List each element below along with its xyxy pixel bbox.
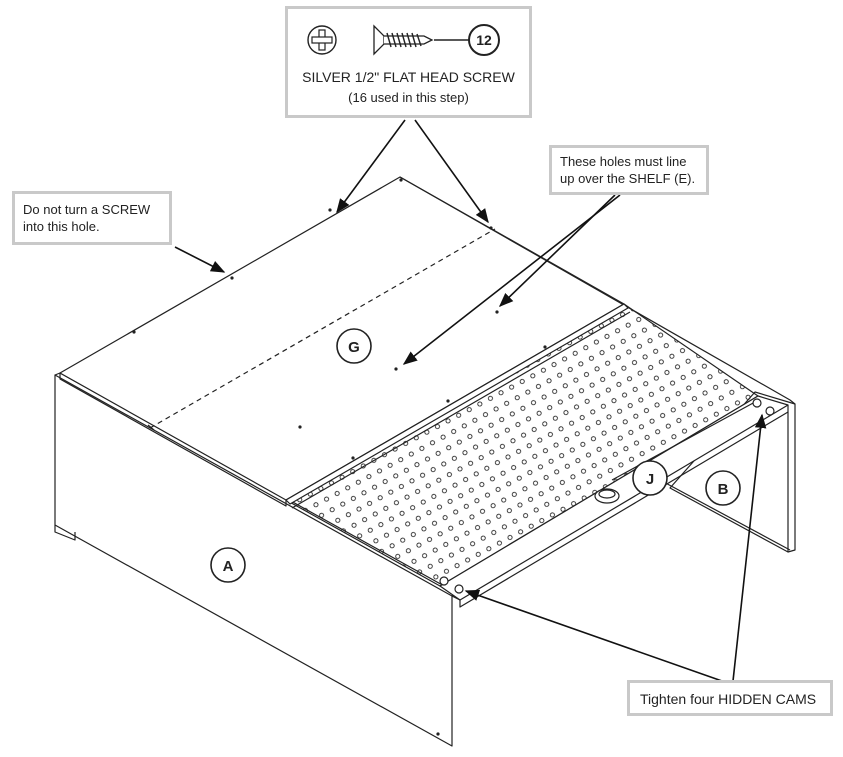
- part-label-a: A: [223, 558, 234, 575]
- arrow-screw-2: [414, 119, 489, 224]
- arrow-screw-1: [336, 119, 406, 214]
- pegboard-border: [285, 303, 629, 505]
- note-no-screw-line1: Do not turn a SCREW: [23, 202, 151, 217]
- note-holes-align: These holes must line up over the SHELF …: [549, 145, 709, 195]
- note-holes-line2: up over the SHELF (E).: [560, 171, 696, 186]
- part-label-g: G: [348, 339, 360, 356]
- part-label-b: B: [718, 481, 729, 498]
- phillips-head-icon: [307, 25, 337, 55]
- flat-head-screw-icon: [373, 24, 470, 56]
- shelf-guide-line: [149, 228, 496, 429]
- note-no-screw: Do not turn a SCREW into this hole.: [12, 191, 172, 245]
- note-hidden-cams: Tighten four HIDDEN CAMS: [627, 680, 833, 716]
- panel-a-foot: [54, 525, 76, 541]
- top-panel-g-thickness: [59, 373, 287, 507]
- part-label-j: J: [646, 471, 654, 488]
- part-label-b-circle: [705, 470, 741, 506]
- cam-lock: [439, 576, 449, 586]
- top-seam: [147, 424, 155, 431]
- cam-lock: [454, 584, 464, 594]
- hardware-usage: (16 used in this step): [348, 90, 469, 105]
- cam-lock: [765, 406, 775, 416]
- note-holes-line1: These holes must line: [560, 154, 687, 169]
- hardware-quantity-badge: 12: [468, 24, 500, 56]
- grommet-hole: [594, 488, 620, 504]
- arrow-cams-2: [732, 413, 767, 682]
- hardware-name: SILVER 1/2" FLAT HEAD SCREW: [302, 69, 515, 85]
- note-hidden-cams-text: Tighten four HIDDEN CAMS: [640, 691, 817, 707]
- arrow-cams-1: [464, 589, 723, 682]
- side-panel-a: [54, 374, 453, 747]
- cam-lock: [752, 398, 762, 408]
- arrow-holes-2: [402, 194, 621, 365]
- arrow-no-screw: [174, 246, 226, 273]
- note-no-screw-line2: into this hole.: [23, 219, 100, 234]
- hardware-callout: 12 SILVER 1/2" FLAT HEAD SCREW (16 used …: [285, 6, 532, 118]
- part-label-a-circle: [210, 547, 246, 583]
- part-label-j-circle: [632, 460, 668, 496]
- part-label-g-circle: [336, 328, 372, 364]
- top-panel-edge: [399, 176, 796, 405]
- side-panel-b: [669, 391, 796, 553]
